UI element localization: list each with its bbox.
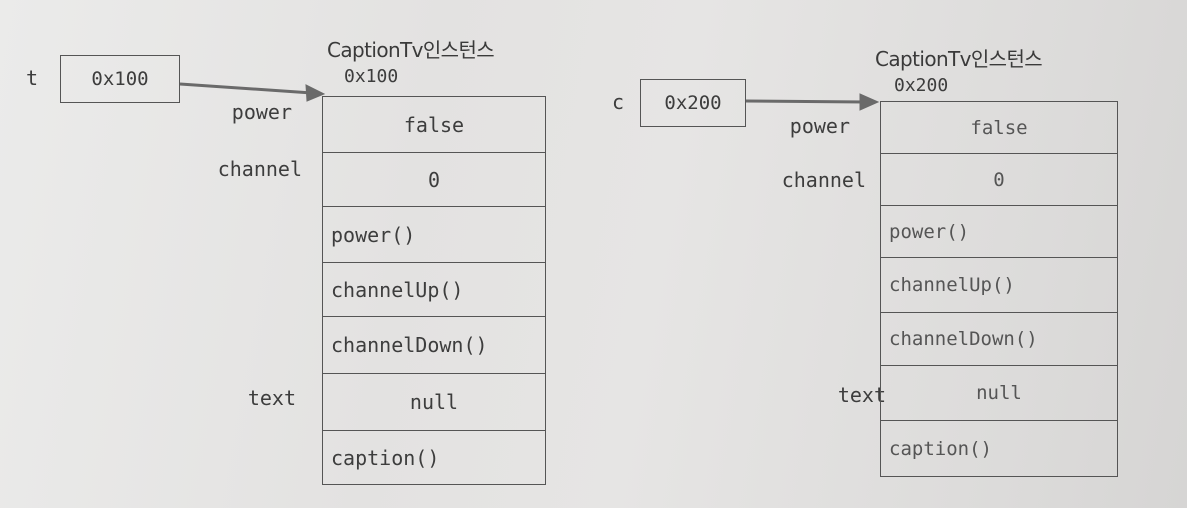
row-power-method: power(): [323, 207, 545, 263]
arrow-head-right: [859, 93, 880, 111]
field-label-channel: channel: [217, 157, 302, 181]
field-label-text-right: text: [837, 383, 886, 407]
row-channel-value: 0: [323, 153, 545, 207]
row-text-value: null: [323, 374, 545, 431]
instance-title-right: CaptionTv인스턴스: [875, 47, 1043, 71]
row-text-value-right: null: [881, 366, 1117, 421]
arrow-t-to-instance: [179, 82, 313, 95]
row-channelup-method: channelUp(): [323, 263, 545, 317]
variable-name-c: c: [612, 90, 625, 114]
instance-title-left: CaptionTv인스턴스: [327, 38, 495, 62]
row-channelup-method-right: channelUp(): [881, 258, 1117, 313]
row-caption-method-right: caption(): [889, 437, 992, 460]
instance-table-right: false 0 power() channelUp() channelDown(…: [880, 101, 1118, 477]
arrow-head-left: [305, 84, 326, 102]
instance-table-left: false 0 power() channelUp() channelDown(…: [322, 96, 546, 485]
arrow-c-to-instance: [745, 99, 866, 104]
field-label-text: text: [247, 386, 296, 410]
row-channel-value-right: 0: [881, 154, 1117, 206]
reference-box-t: 0x100: [60, 55, 180, 103]
instance-address-right: 0x200: [894, 75, 949, 96]
field-label-power-right: power: [789, 114, 850, 138]
row-power-value-right: false: [881, 102, 1117, 154]
field-label-channel-right: channel: [781, 168, 866, 192]
reference-box-c: 0x200: [640, 79, 746, 127]
row-power-method-right: power(): [881, 206, 1117, 258]
row-channeldown-method: channelDown(): [323, 317, 545, 374]
row-power-value: false: [323, 97, 545, 153]
variable-name-t: t: [26, 66, 39, 90]
field-label-power: power: [231, 100, 292, 124]
instance-address-left: 0x100: [344, 66, 399, 87]
row-caption-method: caption(): [331, 446, 440, 470]
row-channeldown-method-right: channelDown(): [881, 313, 1117, 366]
